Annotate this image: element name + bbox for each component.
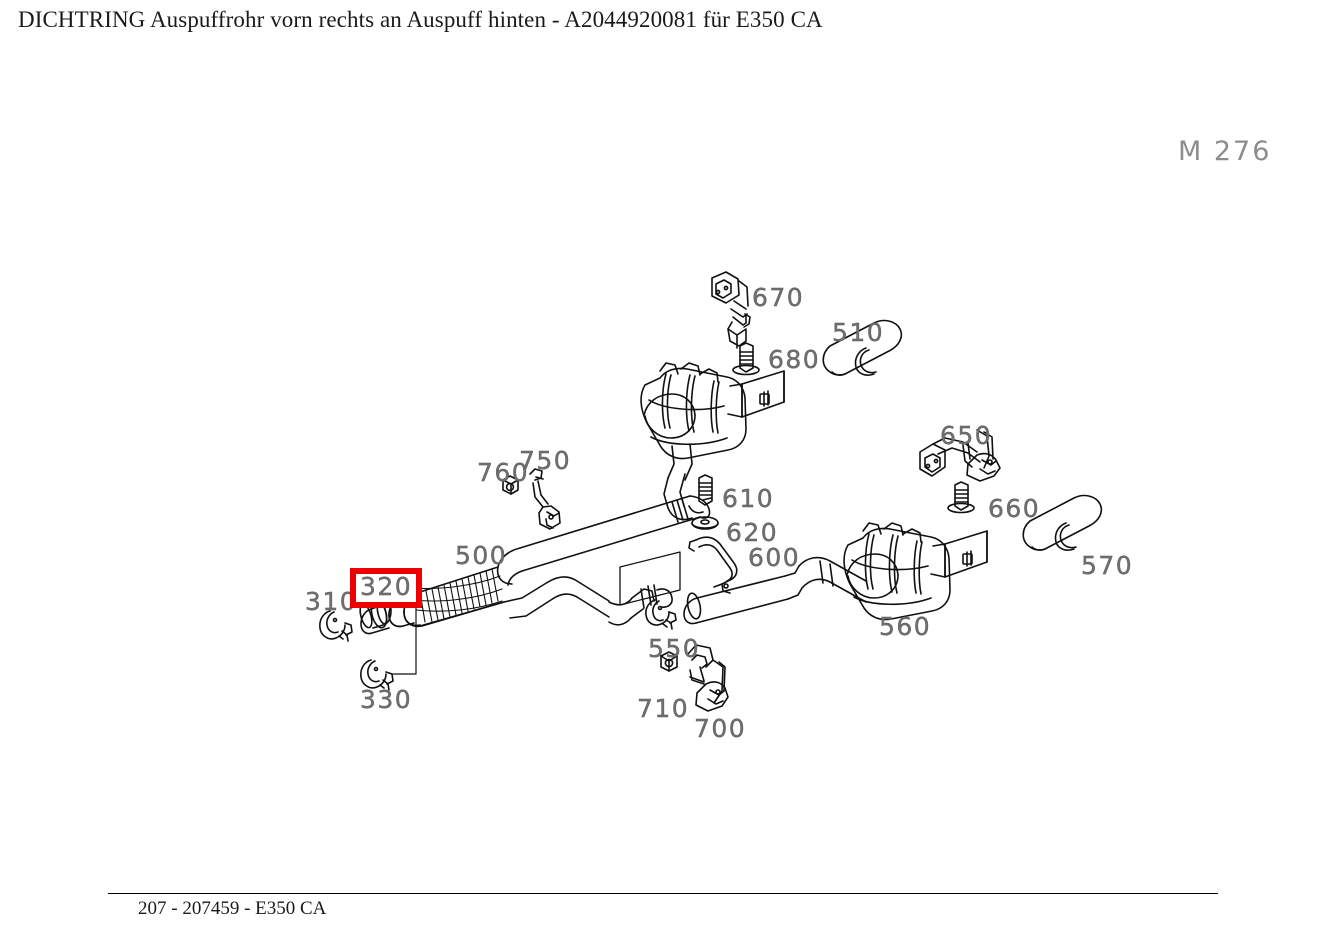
part-500-front-exhaust-pipe — [359, 495, 711, 635]
part-600-bracket-strap — [688, 536, 738, 594]
callout-660[interactable]: 660 — [988, 494, 1041, 523]
part-570-rubber-hanger — [1022, 494, 1103, 551]
part-760-nut — [502, 475, 519, 495]
part-620-washer — [691, 516, 719, 530]
callout-510[interactable]: 510 — [832, 318, 885, 347]
part-610-bolt — [698, 474, 713, 506]
callout-600[interactable]: 600 — [748, 543, 801, 572]
callout-550[interactable]: 550 — [648, 634, 701, 663]
leader-line-330 — [392, 603, 417, 675]
callout-560[interactable]: 560 — [879, 612, 932, 641]
part-550-clamp — [645, 599, 677, 630]
engine-code-label: M 276 — [1178, 136, 1272, 167]
part-710-nut — [660, 651, 678, 672]
part-upper-rear-muffler — [640, 362, 785, 521]
part-rear-pipe-right — [683, 556, 867, 625]
callout-330[interactable]: 330 — [360, 685, 413, 714]
page-title: DICHTRING Auspuffrohr vorn rechts an Aus… — [18, 7, 823, 32]
footer-divider — [108, 893, 1218, 894]
callout-700[interactable]: 700 — [694, 714, 747, 743]
part-750-hanger-bracket — [529, 468, 561, 530]
part-650-hanger-bracket — [919, 429, 1001, 482]
callout-750[interactable]: 750 — [519, 446, 572, 475]
part-310-clamp — [319, 610, 353, 642]
callout-680[interactable]: 680 — [768, 345, 821, 374]
part-510-rubber-hanger — [822, 319, 903, 376]
callout-760[interactable]: 760 — [477, 458, 530, 487]
callout-610[interactable]: 610 — [722, 484, 775, 513]
callout-620[interactable]: 620 — [726, 518, 779, 547]
callout-box-550 — [619, 551, 681, 606]
callout-650[interactable]: 650 — [940, 421, 993, 450]
part-680-bolt — [732, 342, 760, 376]
part-660-bolt — [947, 481, 975, 514]
part-670-hanger-bracket — [711, 271, 751, 349]
part-330-clamp — [360, 659, 394, 691]
part-560-rear-muffler — [843, 522, 988, 621]
callout-570[interactable]: 570 — [1081, 551, 1134, 580]
footer-reference: 207 - 207459 - E350 CA — [138, 898, 327, 919]
callout-670[interactable]: 670 — [752, 283, 805, 312]
part-700-hanger-bracket — [687, 644, 729, 712]
callout-310[interactable]: 310 — [305, 587, 358, 616]
callout-500[interactable]: 500 — [455, 541, 508, 570]
callout-710[interactable]: 710 — [637, 694, 690, 723]
callout-320-highlighted[interactable]: 320 — [350, 568, 423, 608]
